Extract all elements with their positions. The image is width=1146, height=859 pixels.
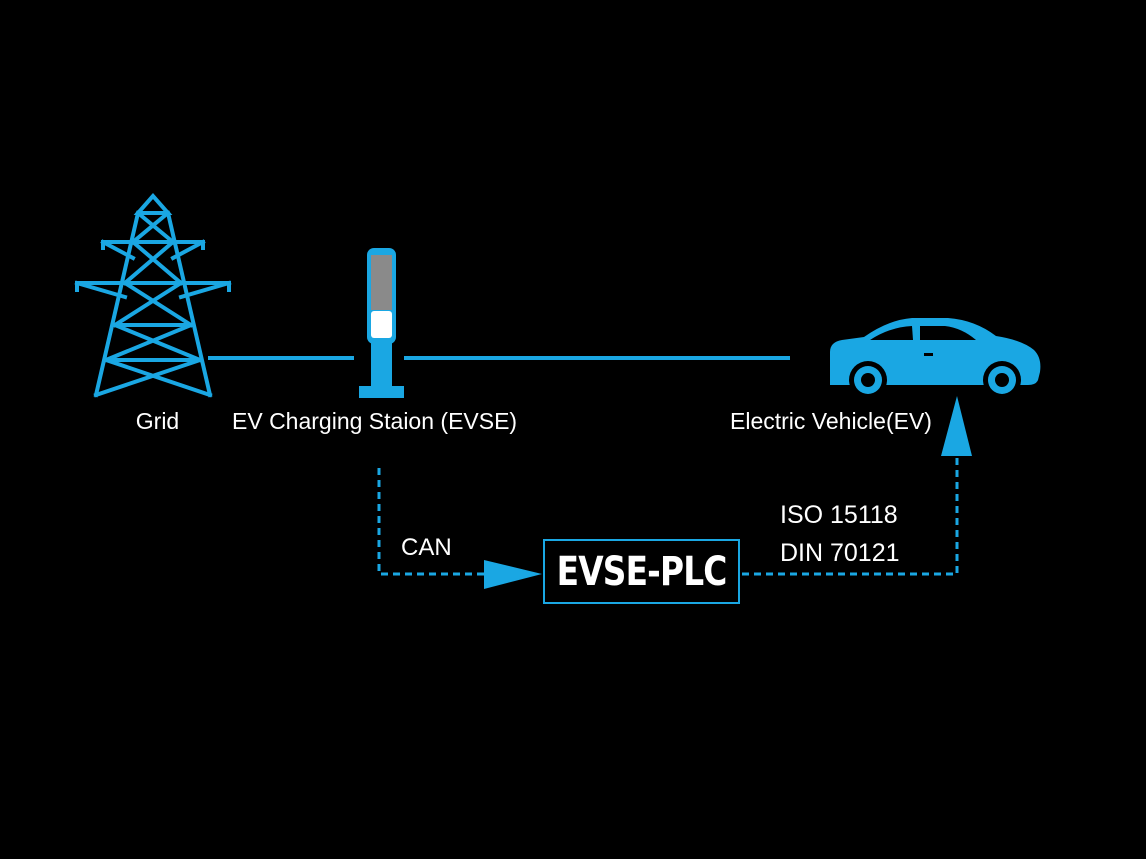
plc-label: EVSE-PLC — [556, 548, 728, 595]
iso-arrowhead — [941, 396, 972, 456]
protocol-labels: ISO 15118 DIN 70121 — [780, 496, 900, 572]
car-icon — [830, 318, 1041, 399]
grid-label: Grid — [135, 408, 180, 434]
ev-label: Electric Vehicle(EV) — [730, 408, 932, 434]
protocol-iso-label: ISO 15118 — [780, 501, 898, 529]
iso-link-line — [742, 455, 959, 576]
transmission-tower-icon — [74, 192, 232, 398]
can-label: CAN — [401, 534, 452, 561]
protocol-din-label: DIN 70121 — [780, 539, 900, 567]
plc-box: EVSE-PLC — [543, 539, 740, 604]
can-arrowhead — [484, 560, 542, 589]
charging-station-icon — [359, 248, 404, 398]
evse-label: EV Charging Staion (EVSE) — [232, 408, 518, 434]
